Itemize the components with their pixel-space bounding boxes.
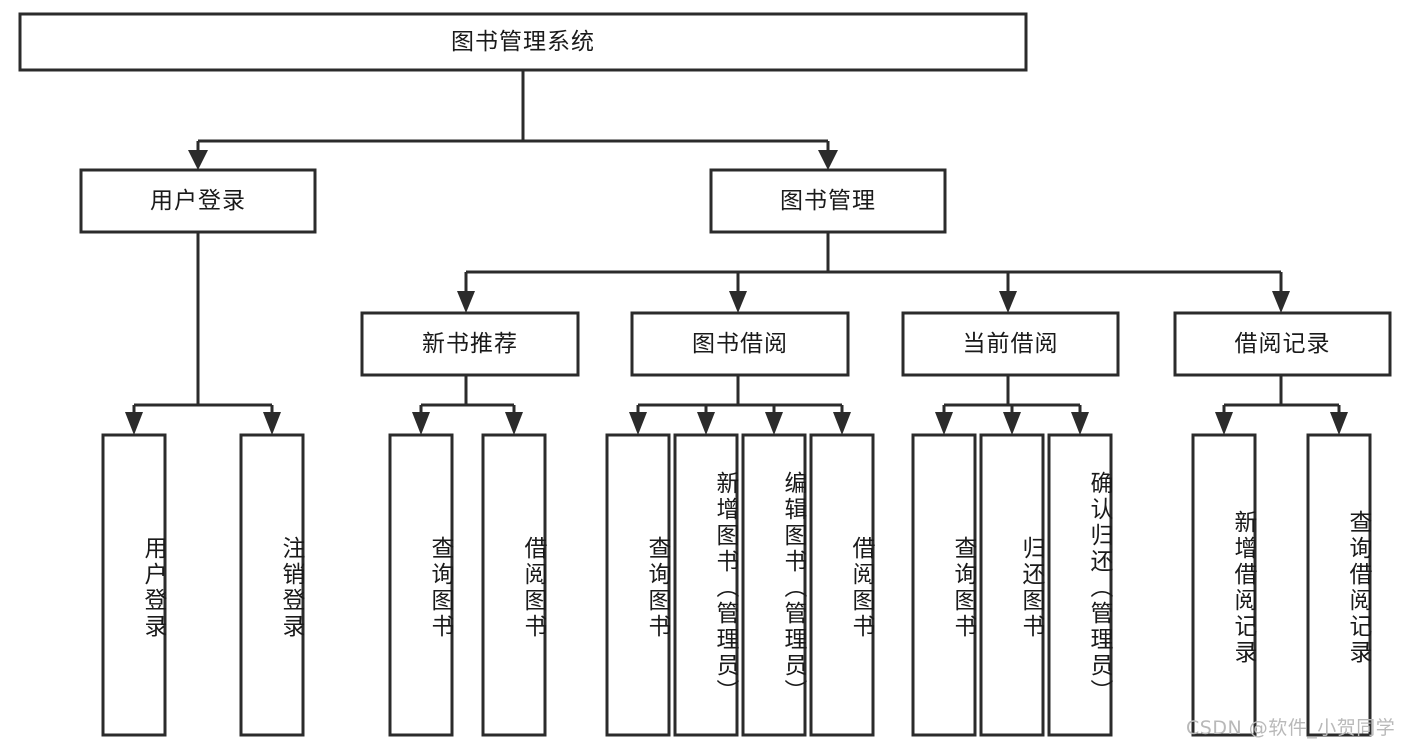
connector-currentborrow-to-leaves: [935, 375, 1089, 435]
node-new-book-recommend[interactable]: [360, 311, 580, 377]
leaf-borrow-record-1[interactable]: [1306, 433, 1372, 737]
connector-newbook-to-leaves: [412, 375, 523, 435]
leaf-user-login-0[interactable]: [101, 433, 167, 737]
node-book-borrow[interactable]: [630, 311, 850, 377]
node-user-login[interactable]: [79, 168, 317, 234]
leaf-book-borrow-0[interactable]: [605, 433, 671, 737]
leaf-new-book-0[interactable]: [388, 433, 454, 737]
connector-borrowrecord-to-leaves: [1215, 375, 1348, 435]
leaf-new-book-1[interactable]: [481, 433, 547, 737]
node-root[interactable]: [18, 12, 1028, 72]
leaf-book-borrow-1[interactable]: [673, 433, 739, 737]
leaf-book-borrow-3[interactable]: [809, 433, 875, 737]
leaf-current-borrow-1[interactable]: [979, 433, 1045, 737]
leaf-book-borrow-2[interactable]: [741, 433, 807, 737]
connector-userlogin-to-leaves: [125, 232, 281, 435]
node-borrow-record[interactable]: [1173, 311, 1392, 377]
connector-root-to-level2: [188, 70, 838, 170]
connector-bookmgmt-to-level3: [457, 232, 1290, 313]
leaf-user-login-1[interactable]: [239, 433, 305, 737]
node-book-management[interactable]: [709, 168, 947, 234]
watermark: CSDN @软件_小贺同学: [1186, 717, 1396, 739]
leaf-current-borrow-0[interactable]: [911, 433, 977, 737]
node-current-borrow[interactable]: [901, 311, 1120, 377]
leaf-borrow-record-0[interactable]: [1191, 433, 1257, 737]
connector-bookborrow-to-leaves: [629, 375, 851, 435]
leaf-current-borrow-2[interactable]: [1047, 433, 1113, 737]
